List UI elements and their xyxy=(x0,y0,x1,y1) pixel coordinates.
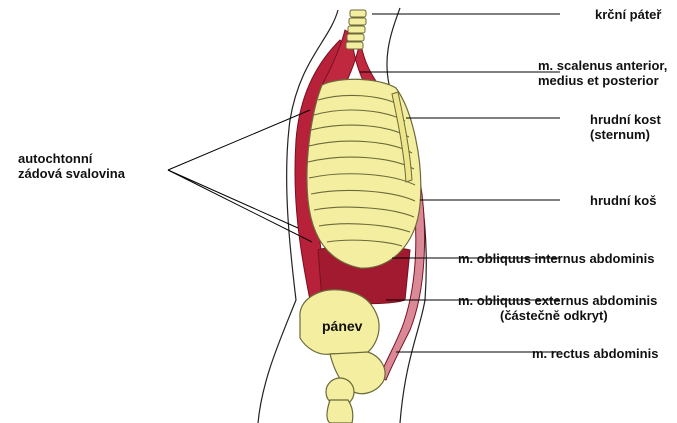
label-obliquus-externus: m. obliquus externus abdominis (částečně… xyxy=(458,293,657,323)
label-autochthonous: autochtonní zádová svalovina xyxy=(18,151,125,181)
label-pelvis: pánev xyxy=(322,318,362,334)
leader-autochthonous-2 xyxy=(168,170,298,228)
leader-autochthonous-1 xyxy=(168,110,310,170)
femur-head xyxy=(326,378,354,423)
label-scalenus: m. scalenus anterior, medius et posterio… xyxy=(538,58,667,88)
label-sternum: hrudní kost (sternum) xyxy=(590,112,661,142)
label-thorax: hrudní koš xyxy=(590,193,656,208)
label-obliquus-internus: m. obliquus internus abdominis xyxy=(458,251,654,266)
label-rectus: m. rectus abdominis xyxy=(532,346,658,361)
label-cervical-spine: krční páteř xyxy=(595,7,661,22)
leader-autochthonous-3 xyxy=(168,170,312,242)
cervical-spine xyxy=(346,10,366,49)
